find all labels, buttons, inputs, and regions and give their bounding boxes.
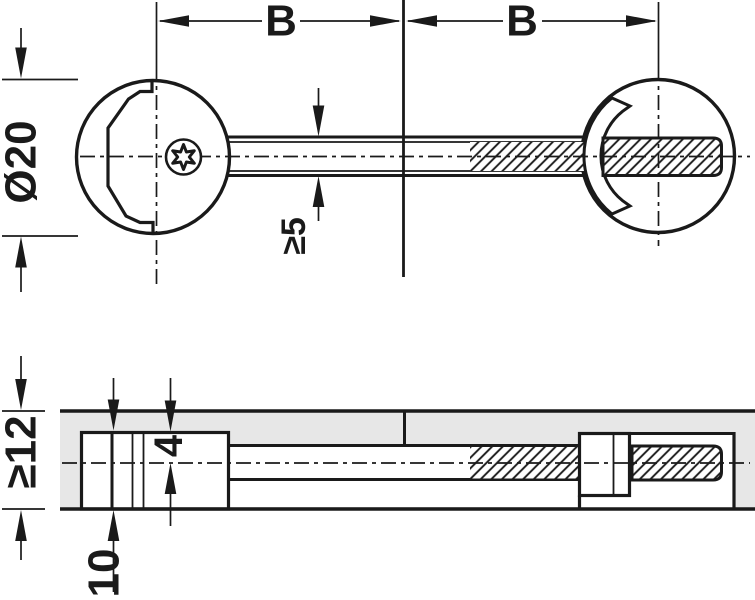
cam-profile bbox=[106, 81, 155, 233]
arrowhead-down bbox=[312, 105, 325, 137]
arrowhead-down bbox=[164, 400, 177, 432]
arrowhead-up bbox=[312, 176, 325, 207]
torx-drive-icon bbox=[164, 138, 203, 176]
arrowhead-down bbox=[15, 47, 27, 79]
label-drill-depth-10: 10 bbox=[80, 549, 129, 598]
arrowhead-up bbox=[107, 510, 120, 541]
arrowhead-up bbox=[164, 463, 177, 494]
label-min-12: ≥12 bbox=[0, 415, 46, 488]
label-span-b-right: B bbox=[506, 0, 538, 46]
arrowhead-right bbox=[626, 15, 657, 27]
label-span-b-left: B bbox=[265, 0, 297, 46]
label-min-5: ≥5 bbox=[275, 217, 313, 255]
arrowhead-down bbox=[15, 379, 27, 410]
arrowhead-right bbox=[370, 15, 401, 27]
label-diameter-20: Ø20 bbox=[0, 120, 46, 203]
bolt-head-bore bbox=[629, 432, 736, 509]
cam-cutaway-band bbox=[582, 96, 634, 216]
dimension-min-12 bbox=[2, 356, 45, 560]
arrowhead-up bbox=[15, 236, 27, 268]
sleeve-section bbox=[577, 431, 632, 509]
arrowhead-down bbox=[107, 399, 120, 431]
dimension-diameter-20 bbox=[2, 28, 78, 292]
arrowhead-left bbox=[406, 15, 437, 27]
label-axis-offset-4: 4 bbox=[147, 434, 191, 457]
arrowhead-left bbox=[158, 15, 189, 27]
arrowhead-up bbox=[15, 510, 27, 541]
top-view bbox=[2, 0, 750, 292]
